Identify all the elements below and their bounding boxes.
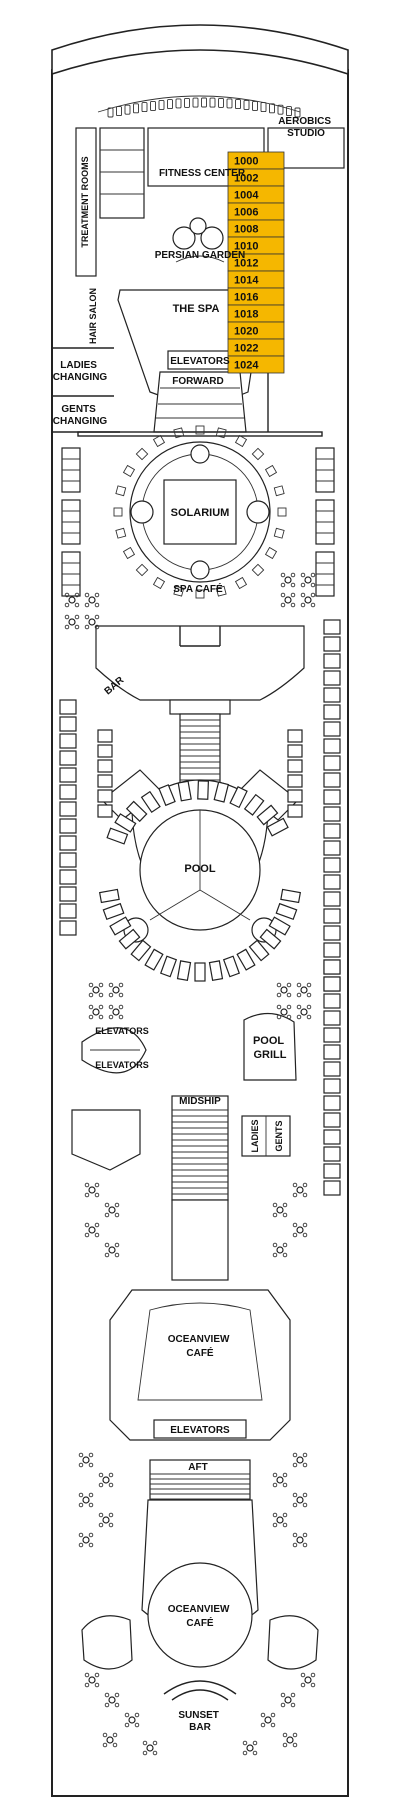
cabin-1014[interactable]: 1014 bbox=[227, 270, 285, 289]
treatment-rooms-label: TREATMENT ROOMS bbox=[80, 156, 90, 247]
cabin-number: 1004 bbox=[234, 190, 259, 202]
oceanview-cafe-label-1: OCEANVIEW CAFÉ bbox=[168, 1334, 232, 1359]
gents-label: GENTS bbox=[274, 1120, 284, 1151]
persian-garden-shapes bbox=[172, 217, 225, 263]
table-clusters bbox=[64, 572, 316, 1756]
sunset-bar-structure bbox=[163, 1680, 237, 1701]
pool-channel bbox=[169, 699, 231, 715]
mid-elevators bbox=[81, 1027, 147, 1074]
bow-inner-arc bbox=[97, 95, 301, 113]
cabin-1004[interactable]: 1004 bbox=[227, 185, 285, 204]
cabin-number: 1010 bbox=[234, 241, 258, 253]
forward-label: FORWARD bbox=[172, 376, 223, 387]
cabin-number: 1022 bbox=[234, 343, 258, 355]
spa-cafe-label: SPA CAFÉ bbox=[173, 582, 223, 595]
ladies-changing-label: LADIES CHANGING bbox=[53, 360, 108, 383]
aft-elevators-box bbox=[153, 1419, 247, 1439]
aft-label: AFT bbox=[188, 1462, 207, 1473]
cabin-number: 1000 bbox=[234, 156, 258, 168]
oceanview-cafe-label-2: OCEANVIEW CAFÉ bbox=[168, 1604, 232, 1629]
cabin-number: 1006 bbox=[234, 207, 258, 219]
cabin-1018[interactable]: 1018 bbox=[227, 304, 285, 323]
persian-garden-label: PERSIAN GARDEN bbox=[155, 250, 246, 261]
cabin-1000[interactable]: 1000 bbox=[227, 151, 285, 170]
port-lounge bbox=[71, 1109, 141, 1171]
cabin-number: 1016 bbox=[234, 292, 258, 304]
solarium-label: SOLARIUM bbox=[171, 507, 230, 519]
cabin-number: 1018 bbox=[234, 309, 258, 321]
midship-shaft bbox=[171, 1199, 229, 1281]
side-lounger-columns bbox=[59, 619, 341, 1196]
aft-elevators-label: ELEVATORS bbox=[170, 1425, 230, 1436]
elevators-mid-label-1: ELEVATORS bbox=[95, 1026, 149, 1036]
treatment-rooms-block bbox=[75, 127, 97, 277]
cabin-1022[interactable]: 1022 bbox=[227, 338, 285, 357]
oceanview-round bbox=[147, 1562, 253, 1668]
pool-loungers bbox=[98, 780, 302, 982]
solarium-structure bbox=[77, 431, 323, 583]
cabin-1002[interactable]: 1002 bbox=[227, 168, 285, 187]
cabin-number: 1024 bbox=[234, 360, 259, 372]
cabin-number: 1014 bbox=[234, 275, 259, 287]
midship-stair bbox=[171, 1095, 229, 1201]
aerobics-studio-label: AEROBICS STUDIO bbox=[278, 116, 334, 139]
pool-grill-label: POOL GRILL bbox=[253, 1035, 287, 1061]
oceanview-cafe-upper bbox=[109, 1289, 291, 1441]
solarium-loungers bbox=[61, 425, 335, 599]
cabin-number: 1012 bbox=[234, 258, 258, 270]
forward-elevators-label: ELEVATORS bbox=[170, 356, 230, 367]
cabin-number: 1002 bbox=[234, 173, 258, 185]
cabin-1020[interactable]: 1020 bbox=[227, 321, 285, 340]
aft-hot-tubs bbox=[81, 1615, 319, 1670]
sunset-bar-label: SUNSET BAR bbox=[178, 1710, 221, 1733]
hair-salon-label: HAIR SALON bbox=[88, 288, 98, 344]
elevators-mid-label-2: ELEVATORS bbox=[95, 1060, 149, 1070]
ladies-label: LADIES bbox=[250, 1119, 260, 1152]
cabin-1006[interactable]: 1006 bbox=[227, 202, 285, 221]
midship-steps bbox=[172, 1109, 228, 1195]
cabin-1024[interactable]: 1024 bbox=[227, 355, 285, 374]
spa-cafe-counter bbox=[95, 625, 305, 701]
cabin-number: 1020 bbox=[234, 326, 258, 338]
aerobics-room bbox=[267, 127, 345, 169]
bow-canopy bbox=[51, 24, 349, 76]
cabin-1008[interactable]: 1008 bbox=[227, 219, 285, 238]
fitness-center-label: FITNESS CENTER bbox=[159, 168, 246, 179]
fitness-block bbox=[99, 127, 145, 219]
cabin-number: 1008 bbox=[234, 224, 258, 236]
the-spa-label: THE SPA bbox=[173, 303, 220, 315]
cabin-1010[interactable]: 1010 bbox=[227, 236, 285, 255]
pool-label: POOL bbox=[184, 863, 215, 875]
bow-seating bbox=[107, 97, 301, 118]
midship-label: MIDSHIP bbox=[179, 1096, 221, 1107]
gents-changing-label: GENTS CHANGING bbox=[53, 404, 108, 427]
cabin-stack: 1000 1002 1004 1006 1008 1010 1012 1014 1016 1018… bbox=[227, 151, 285, 374]
cabin-1016[interactable]: 1016 bbox=[227, 287, 285, 306]
